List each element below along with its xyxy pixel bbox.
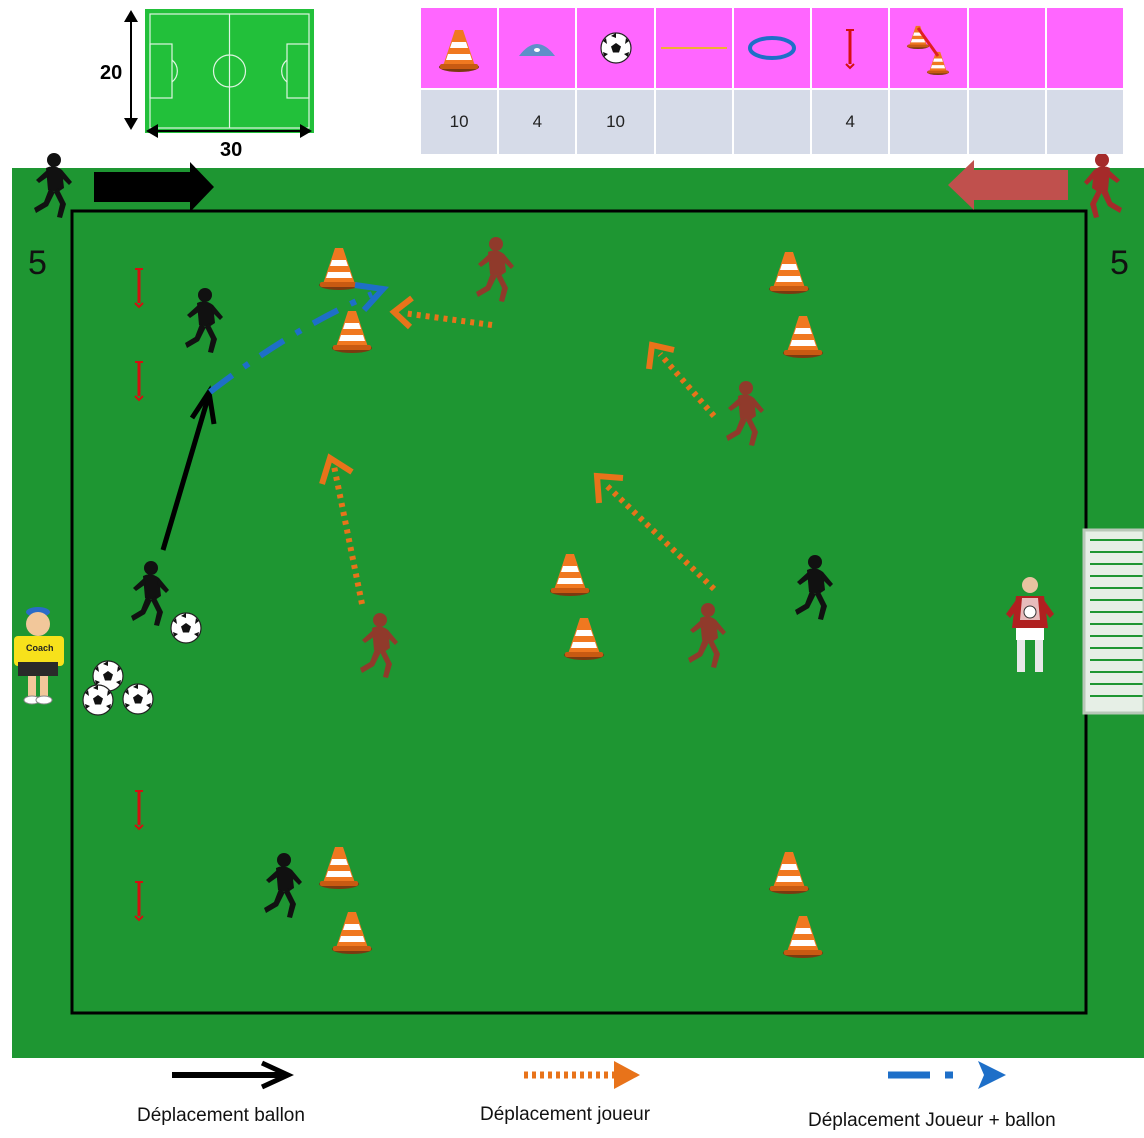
- equipment-quantity: 4: [499, 90, 575, 154]
- ring-icon: [746, 34, 798, 62]
- equipment-cell-hurdle: [890, 8, 966, 88]
- equipment-quantity: [656, 90, 732, 154]
- black-team-count: 5: [28, 244, 47, 283]
- legend-player-ball-move-arrow: [888, 1061, 1006, 1089]
- equipment-cell-ball: [577, 8, 653, 88]
- cone-icon: [439, 23, 479, 73]
- flat-marker-icon: [515, 36, 559, 60]
- field-height-label: 20: [100, 62, 122, 85]
- ball-icon: [599, 31, 633, 65]
- equipment-cell-pole: [812, 8, 888, 88]
- equipment-quantity: [734, 90, 810, 154]
- equipment-cell-ring: [734, 8, 810, 88]
- equipment-cell-flat-marker: [499, 8, 575, 88]
- equipment-quantity: 4: [812, 90, 888, 154]
- equipment-quantity: [890, 90, 966, 154]
- ball: [171, 613, 201, 643]
- field-width-label: 30: [220, 139, 242, 162]
- ball: [123, 684, 153, 714]
- coach-label: Coach: [26, 643, 54, 653]
- equipment-cell-empty: [1047, 8, 1123, 88]
- hurdle-icon: [904, 20, 952, 76]
- equipment-quantity: [1047, 90, 1123, 154]
- legend-player-move-arrow: [524, 1061, 640, 1089]
- legend-player-ball-move-label: Déplacement Joueur + ballon: [808, 1110, 1056, 1132]
- equipment-cell-line: [656, 8, 732, 88]
- line-icon: [661, 43, 727, 53]
- legend-ball-move-arrow: [172, 1063, 288, 1087]
- equipment-cell-cone: [421, 8, 497, 88]
- equipment-quantity: [969, 90, 1045, 154]
- pole-icon: [840, 21, 860, 75]
- equipment-quantity: 10: [421, 90, 497, 154]
- ball: [83, 685, 113, 715]
- equipment-quantity: 10: [577, 90, 653, 154]
- goal: [1084, 530, 1144, 713]
- field-thumbnail: [124, 9, 314, 138]
- equipment-table: 10 4 10 4: [421, 8, 1123, 152]
- red-team-count: 5: [1110, 244, 1129, 283]
- legend-player-move-label: Déplacement joueur: [480, 1104, 650, 1126]
- legend-ball-move-label: Déplacement ballon: [137, 1105, 305, 1127]
- equipment-cell-empty: [969, 8, 1045, 88]
- legend-arrows: [0, 1058, 1144, 1098]
